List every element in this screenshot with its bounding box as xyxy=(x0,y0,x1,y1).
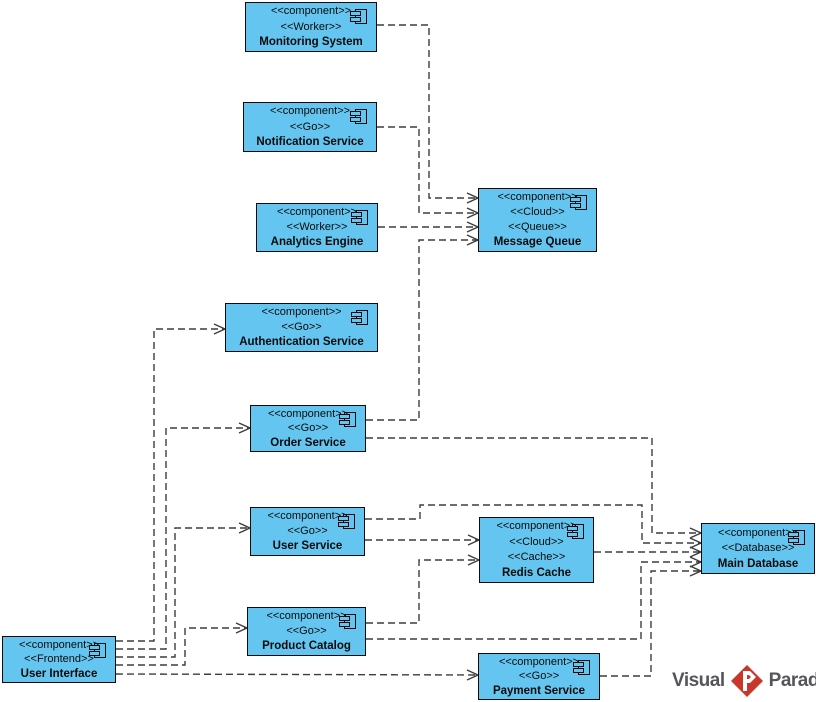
uml-component-icon xyxy=(339,412,356,427)
connector-order-service-to-main-database xyxy=(366,437,701,534)
stereotype-label: <<Go>> xyxy=(286,625,327,637)
stereotype-label: <<component>> xyxy=(498,655,580,668)
component-analytics-engine[interactable]: <<component>> <<Worker>> Analytics Engin… xyxy=(256,203,378,252)
stereotype-label: <<Go>> xyxy=(518,670,560,682)
stereotype-label: <<Queue>> xyxy=(508,221,567,233)
component-user-interface[interactable]: <<component>> <<Frontend>> User Interfac… xyxy=(2,636,116,683)
stereotype-label: <<Database>> xyxy=(721,542,795,554)
stereotype-label: <<Go>> xyxy=(287,422,329,434)
stereotype-label: <<component>> xyxy=(269,105,351,118)
uml-component-icon xyxy=(350,109,367,124)
connector-product-catalog-to-main-database xyxy=(366,561,701,640)
uml-component-icon xyxy=(567,524,584,539)
visual-paradigm-logo: Visual Paradigm xyxy=(672,662,816,700)
logo-text-visual: Visual xyxy=(672,670,725,691)
component-name: Redis Cache xyxy=(501,566,572,579)
component-name: Product Catalog xyxy=(262,640,351,652)
connector-order-service-to-message-queue xyxy=(366,239,478,421)
connector-user-interface-to-user-service xyxy=(116,527,250,658)
component-user-service[interactable]: <<component>> <<Go>> User Service xyxy=(250,507,365,556)
connector-payment-service-to-main-database xyxy=(600,570,701,677)
stereotype-label: <<component>> xyxy=(717,526,799,539)
component-main-database[interactable]: <<component>> <<Database>> Main Database xyxy=(701,523,815,574)
stereotype-label: <<component>> xyxy=(267,510,348,522)
stereotype-label: <<Worker>> xyxy=(286,221,348,233)
component-name: Analytics Engine xyxy=(270,236,364,248)
uml-component-icon xyxy=(570,195,587,210)
connector-product-catalog-to-redis-cache xyxy=(366,559,479,624)
uml-component-icon xyxy=(350,9,367,24)
component-redis-cache[interactable]: <<component>> <<Cloud>> <<Cache>> Redis … xyxy=(479,517,594,583)
component-product-catalog[interactable]: <<component>> <<Go>> Product Catalog xyxy=(247,607,366,656)
component-authentication-service[interactable]: <<component>> <<Go>> Authentication Serv… xyxy=(225,303,378,352)
connector-user-service-to-main-database xyxy=(365,504,701,544)
component-name: Notification Service xyxy=(256,135,364,148)
component-name: Payment Service xyxy=(492,684,586,697)
uml-component-icon xyxy=(351,310,368,325)
stereotype-label: <<Frontend>> xyxy=(24,653,94,665)
uml-component-icon xyxy=(338,514,355,529)
connector-monitoring-system-to-message-queue xyxy=(377,24,478,199)
connector-user-interface-to-product-catalog xyxy=(116,627,247,666)
stereotype-label: <<component>> xyxy=(497,191,578,203)
connector-user-interface-to-order-service xyxy=(116,427,250,650)
stereotype-label: <<Worker>> xyxy=(280,20,342,33)
component-name: User Service xyxy=(272,540,343,552)
uml-component-icon xyxy=(339,614,356,629)
stereotype-label: <<Go>> xyxy=(281,321,322,333)
uml-component-icon xyxy=(89,643,106,658)
stereotype-label: <<component>> xyxy=(261,306,342,318)
component-name: Monitoring System xyxy=(259,35,363,48)
component-name: Message Queue xyxy=(493,236,582,248)
stereotype-label: <<Go>> xyxy=(287,525,328,537)
connector-user-interface-to-payment-service xyxy=(115,673,479,676)
stereotype-label: <<component>> xyxy=(266,610,347,622)
component-payment-service[interactable]: <<component>> <<Go>> Payment Service xyxy=(478,653,600,700)
uml-component-icon xyxy=(573,660,590,675)
stereotype-label: <<Cloud>> xyxy=(509,535,564,548)
stereotype-label: <<component>> xyxy=(267,407,349,420)
stereotype-label: <<Cache>> xyxy=(507,551,566,564)
component-name: Authentication Service xyxy=(239,336,364,348)
component-name: Main Database xyxy=(717,557,799,570)
component-notification-service[interactable]: <<component>> <<Go>> Notification Servic… xyxy=(243,102,377,152)
visual-paradigm-diamond-icon xyxy=(730,665,763,697)
uml-component-icon xyxy=(351,210,368,225)
component-order-service[interactable]: <<component>> <<Go>> Order Service xyxy=(250,405,366,452)
component-name: User Interface xyxy=(20,667,98,680)
component-message-queue[interactable]: <<component>> <<Cloud>> <<Queue>> Messag… xyxy=(478,188,597,252)
component-monitoring-system[interactable]: <<component>> <<Worker>> Monitoring Syst… xyxy=(245,2,377,52)
stereotype-label: <<Cloud>> xyxy=(510,206,565,218)
stereotype-label: <<component>> xyxy=(18,638,100,651)
stereotype-label: <<component>> xyxy=(270,5,352,18)
uml-component-icon xyxy=(788,530,805,545)
stereotype-label: <<component>> xyxy=(276,206,358,218)
connector-notification-service-to-message-queue xyxy=(377,126,478,214)
component-name: Order Service xyxy=(270,436,346,449)
stereotype-label: <<component>> xyxy=(496,520,577,533)
stereotype-label: <<Go>> xyxy=(289,120,331,133)
connector-user-interface-to-authentication-service xyxy=(116,328,225,642)
logo-text-paradigm: Paradigm xyxy=(768,670,816,691)
